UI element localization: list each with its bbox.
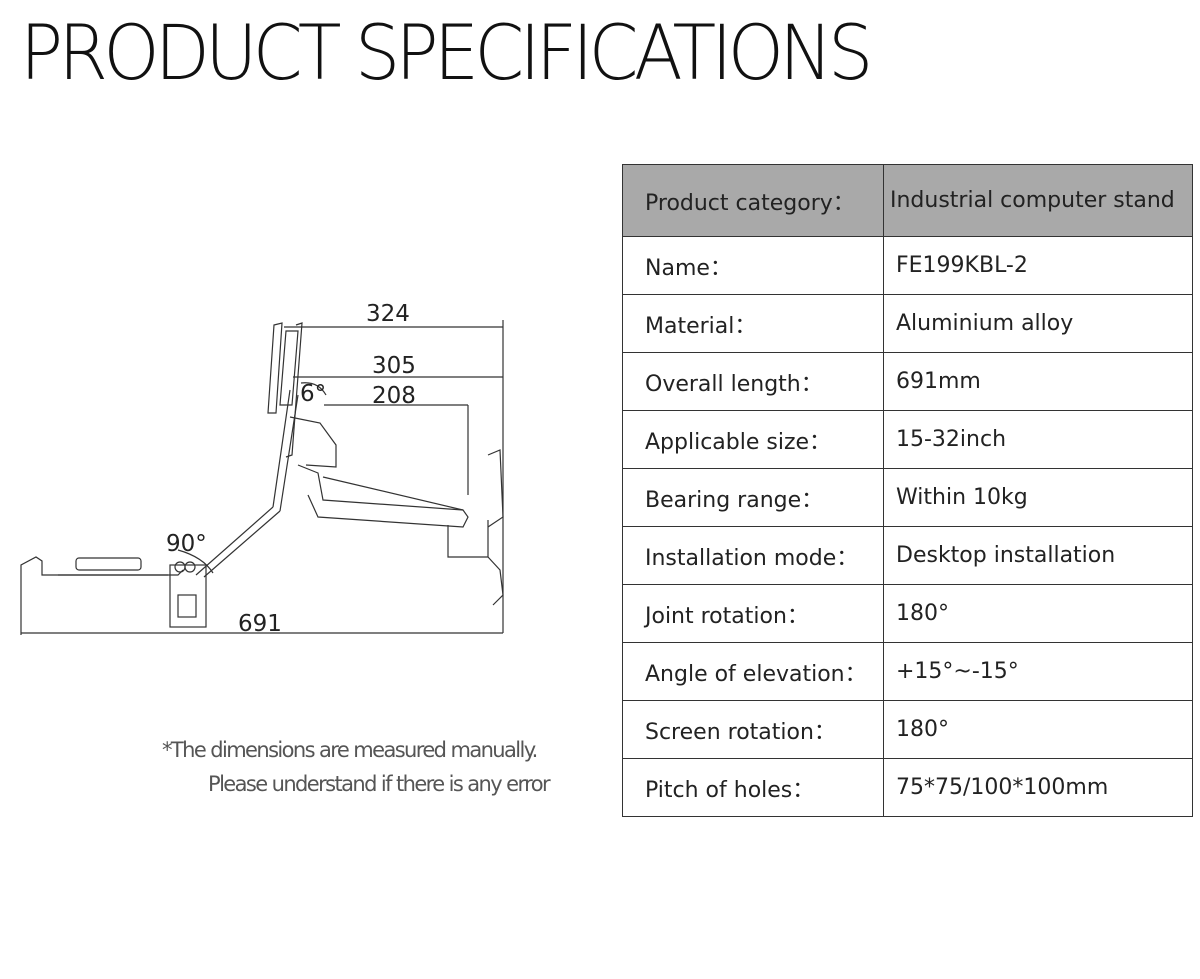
table-row: Screen rotation： 180° bbox=[622, 700, 1193, 759]
spec-value: 691mm bbox=[883, 352, 1193, 411]
spec-key: Pitch of holes： bbox=[622, 758, 884, 817]
spec-value: +15°~-15° bbox=[883, 642, 1193, 701]
spec-value: Within 10kg bbox=[883, 468, 1193, 527]
dimension-drawing: 324 305 208 691 6° 90° bbox=[20, 301, 504, 637]
dimension-label-208: 208 bbox=[372, 383, 416, 409]
spec-key: Name： bbox=[622, 236, 884, 295]
spec-key: Applicable size： bbox=[622, 410, 884, 469]
dimension-label-691: 691 bbox=[238, 611, 282, 637]
spec-key: Material： bbox=[622, 294, 884, 353]
keyboard-tray bbox=[20, 556, 184, 635]
dimension-label-324: 324 bbox=[366, 301, 410, 327]
pole-mount-lower bbox=[487, 556, 504, 606]
support-arm-outer bbox=[195, 506, 274, 576]
table-row: Pitch of holes： 75*75/100*100mm bbox=[622, 758, 1193, 817]
angle-6-arc bbox=[300, 382, 327, 396]
page-title: PRODUCT SPECIFICATIONS bbox=[20, 8, 873, 97]
table-row: Name： FE199KBL-2 bbox=[622, 236, 1193, 295]
upper-arm bbox=[297, 464, 469, 528]
measurement-note-line-1: *The dimensions are measured manually. bbox=[162, 738, 538, 762]
spec-value: 180° bbox=[883, 700, 1193, 759]
table-header-row: Product category： Industrial computer st… bbox=[622, 164, 1193, 237]
spec-value: FE199KBL-2 bbox=[883, 236, 1193, 295]
keyboard-tray-grip bbox=[75, 557, 142, 571]
table-row: Material： Aluminium alloy bbox=[622, 294, 1193, 353]
spec-key: Product category： bbox=[622, 164, 884, 237]
spec-value: 75*75/100*100mm bbox=[883, 758, 1193, 817]
table-row: Joint rotation： 180° bbox=[622, 584, 1193, 643]
pole-clamp bbox=[447, 520, 489, 558]
table-row: Angle of elevation： +15°~-15° bbox=[622, 642, 1193, 701]
table-row: Installation mode： Desktop installation bbox=[622, 526, 1193, 585]
spec-key: Joint rotation： bbox=[622, 584, 884, 643]
spec-value: Desktop installation bbox=[883, 526, 1193, 585]
spec-key: Bearing range： bbox=[622, 468, 884, 527]
stand-dimension-diagram: 324 305 208 691 6° 90° bbox=[18, 295, 513, 640]
spec-key: Angle of elevation： bbox=[622, 642, 884, 701]
table-row: Overall length： 691mm bbox=[622, 352, 1193, 411]
spec-value: Aluminium alloy bbox=[883, 294, 1193, 353]
spec-key: Installation mode： bbox=[622, 526, 884, 585]
spec-key: Overall length： bbox=[622, 352, 884, 411]
spec-value: 180° bbox=[883, 584, 1193, 643]
pole-mount-upper bbox=[487, 449, 504, 528]
desk-clamp bbox=[169, 564, 207, 628]
measurement-note-line-2: Please understand if there is any error bbox=[208, 772, 551, 796]
upper-arm-joint bbox=[289, 416, 337, 468]
angle-label-90: 90° bbox=[166, 531, 207, 557]
spec-value: 15-32inch bbox=[883, 410, 1193, 469]
table-row: Applicable size： 15-32inch bbox=[622, 410, 1193, 469]
vesa-plate bbox=[267, 322, 283, 414]
dimension-label-305: 305 bbox=[372, 353, 416, 379]
table-row: Bearing range： Within 10kg bbox=[622, 468, 1193, 527]
specifications-table: Product category： Industrial computer st… bbox=[622, 164, 1193, 817]
support-arm-inner bbox=[203, 510, 281, 578]
angle-label-6: 6° bbox=[300, 381, 326, 407]
spec-key: Screen rotation： bbox=[622, 700, 884, 759]
spec-value: Industrial computer stand bbox=[883, 164, 1193, 237]
